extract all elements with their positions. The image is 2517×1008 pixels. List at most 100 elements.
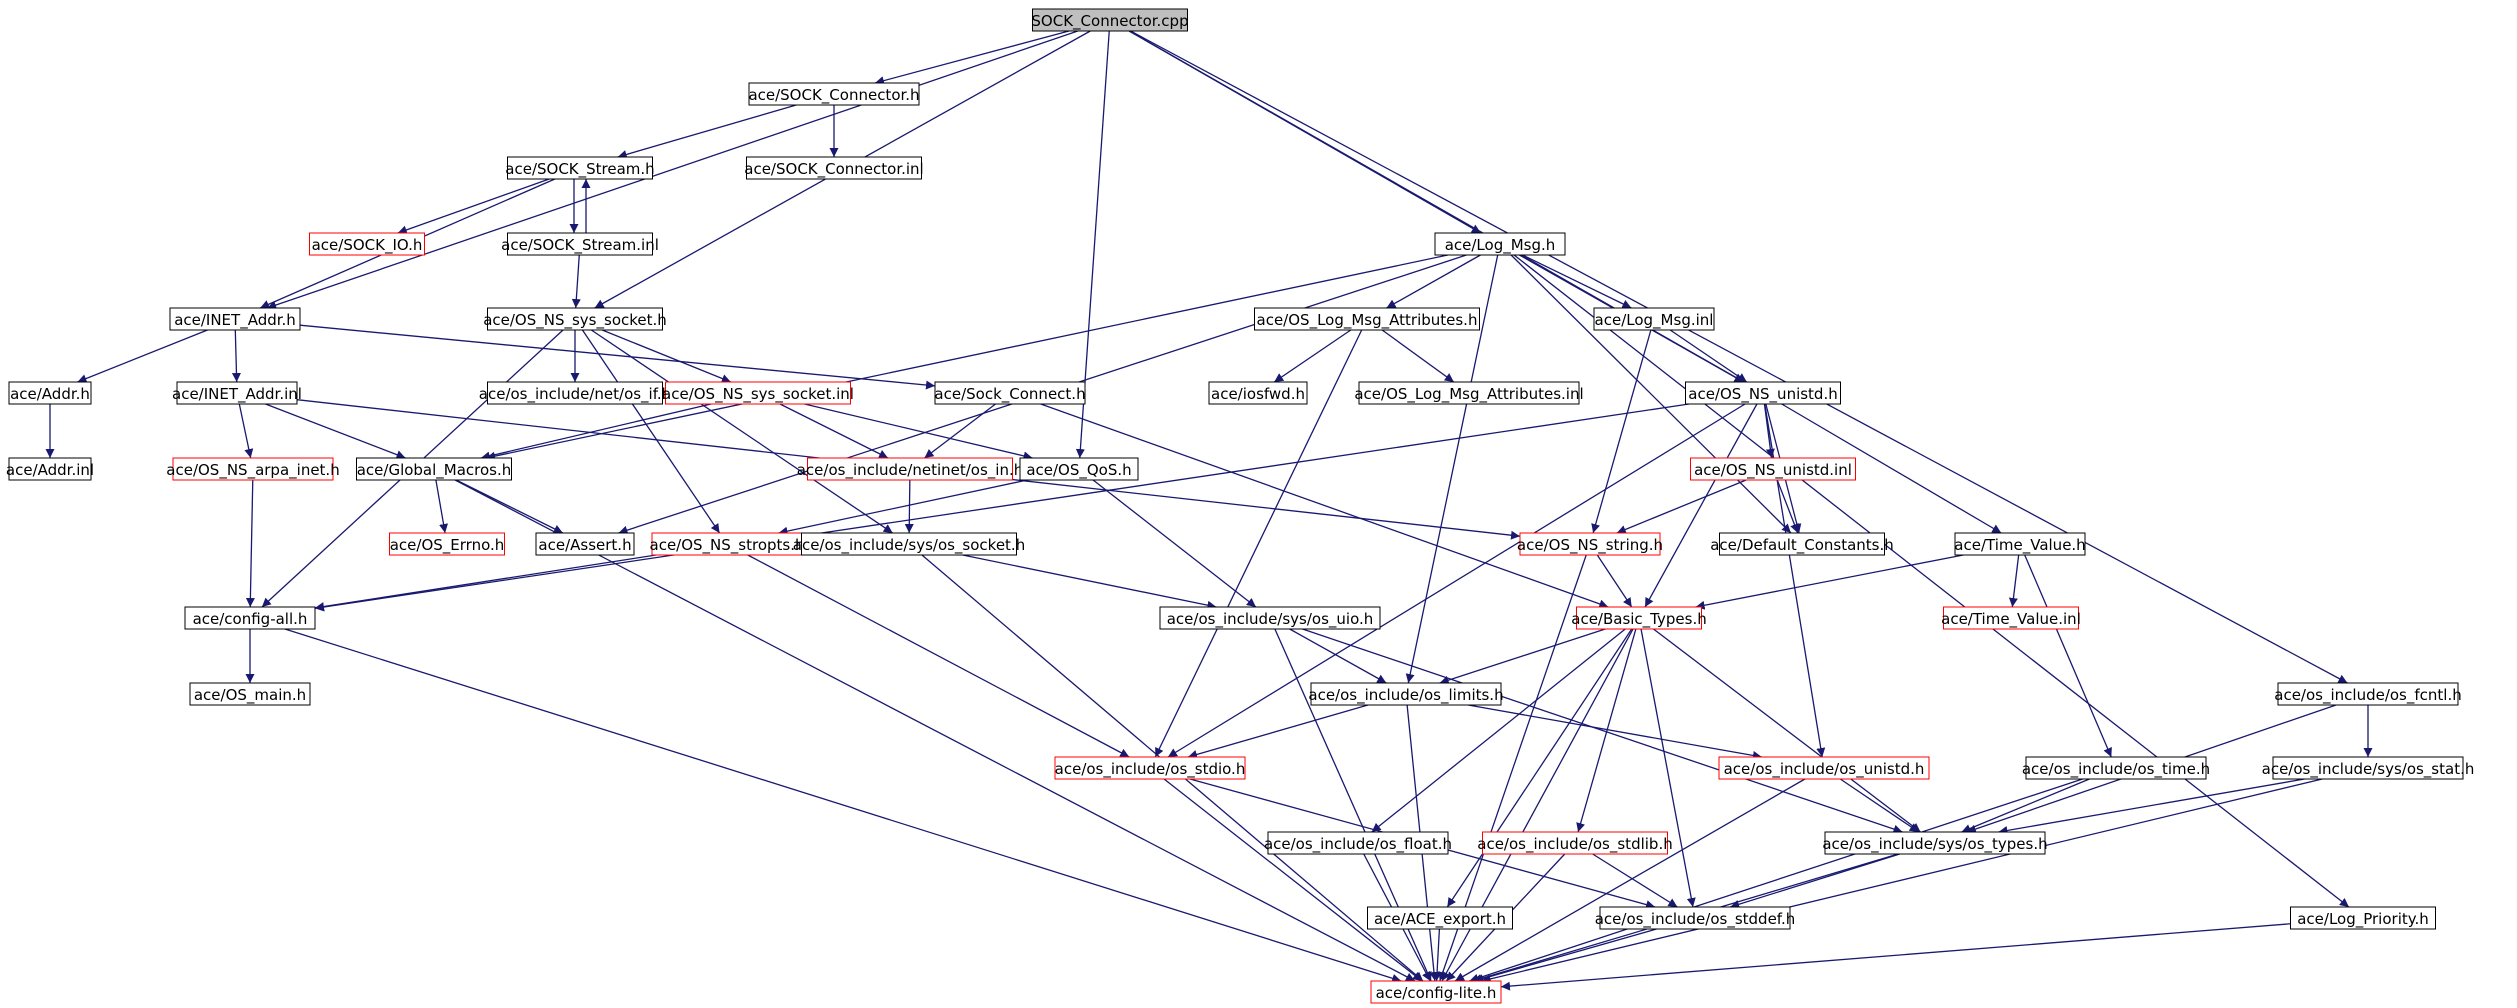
- graph-node[interactable]: ace/os_include/net/os_if.h: [479, 381, 671, 405]
- graph-node[interactable]: ace/os_include/os_stdio.h: [1054, 756, 1246, 780]
- missing-node-box[interactable]: [389, 532, 505, 556]
- graph-node[interactable]: ace/SOCK_Stream.inl: [501, 232, 659, 256]
- graph-node[interactable]: ace/OS_NS_sys_socket.inl: [662, 381, 854, 405]
- missing-node-box[interactable]: [172, 457, 334, 481]
- node-box[interactable]: [1685, 381, 1841, 405]
- missing-node-box[interactable]: [1482, 831, 1668, 855]
- graph-node[interactable]: ace/Basic_Types.h: [1571, 606, 1707, 630]
- node-box[interactable]: [1719, 532, 1885, 556]
- node-box[interactable]: [176, 381, 298, 405]
- node-box[interactable]: [1310, 682, 1502, 706]
- graph-node[interactable]: ace/SOCK_Connector.inl: [744, 156, 924, 180]
- missing-node-box[interactable]: [1519, 532, 1661, 556]
- graph-node[interactable]: ace/OS_NS_unistd.h: [1685, 381, 1841, 405]
- graph-node[interactable]: ace/Global_Macros.h: [356, 457, 512, 481]
- graph-node[interactable]: ace/Default_Constants.h: [1710, 532, 1894, 556]
- graph-node[interactable]: ace/Log_Msg.inl: [1593, 307, 1715, 331]
- missing-node-box[interactable]: [1690, 457, 1856, 481]
- missing-node-box[interactable]: [309, 232, 425, 256]
- node-box[interactable]: [1159, 606, 1381, 630]
- graph-node[interactable]: ace/os_include/sys/os_uio.h: [1159, 606, 1381, 630]
- graph-node[interactable]: ace/os_include/sys/os_stat.h: [2262, 756, 2475, 780]
- missing-node-box[interactable]: [1054, 756, 1246, 780]
- missing-node-box[interactable]: [1576, 606, 1702, 630]
- node-box[interactable]: [934, 381, 1086, 405]
- missing-node-box[interactable]: [1943, 606, 2079, 630]
- graph-node[interactable]: ace/SOCK_IO.h: [309, 232, 425, 256]
- graph-node[interactable]: ace/SOCK_Stream.h: [505, 156, 655, 180]
- node-box[interactable]: [748, 82, 920, 106]
- node-box[interactable]: [1208, 381, 1308, 405]
- missing-node-box[interactable]: [1718, 756, 1930, 780]
- graph-node[interactable]: ace/os_include/os_stddef.h: [1595, 906, 1796, 930]
- graph-node[interactable]: ace/Sock_Connect.h: [934, 381, 1086, 405]
- graph-node[interactable]: ace/OS_NS_string.h: [1517, 532, 1663, 556]
- node-box[interactable]: [1599, 906, 1791, 930]
- node-box[interactable]: [356, 457, 512, 481]
- root-node-box[interactable]: [1032, 8, 1188, 32]
- graph-node[interactable]: ace/iosfwd.h: [1208, 381, 1308, 405]
- node-box[interactable]: [189, 682, 311, 706]
- node-box[interactable]: [1267, 831, 1449, 855]
- missing-node-box[interactable]: [665, 381, 851, 405]
- graph-node[interactable]: ace/Addr.h: [8, 381, 92, 405]
- graph-node[interactable]: ace/Assert.h: [535, 532, 635, 556]
- node-box[interactable]: [8, 381, 92, 405]
- graph-node[interactable]: ace/OS_NS_arpa_inet.h: [166, 457, 340, 481]
- graph-node[interactable]: ace/os_include/os_float.h: [1264, 831, 1452, 855]
- graph-node[interactable]: ace/OS_main.h: [189, 682, 311, 706]
- graph-node[interactable]: ace/os_include/os_limits.h: [1308, 682, 1504, 706]
- edge-ace/SOCK_Stream.inl-to-ace/OS_NS_sys_socket.h: [571, 254, 581, 309]
- node-box[interactable]: [535, 532, 635, 556]
- node-box[interactable]: [2290, 906, 2436, 930]
- node-box[interactable]: [2025, 756, 2207, 780]
- graph-node[interactable]: ace/OS_Errno.h: [389, 532, 505, 556]
- graph-node[interactable]: ace/os_include/netinet/os_in.h: [797, 457, 1024, 481]
- graph-node[interactable]: ace/OS_Log_Msg_Attributes.inl: [1354, 381, 1584, 405]
- graph-node[interactable]: ace/INET_Addr.inl: [172, 381, 302, 405]
- graph-node[interactable]: ace/SOCK_Connector.h: [748, 82, 920, 106]
- node-box[interactable]: [746, 156, 922, 180]
- node-box[interactable]: [507, 232, 653, 256]
- graph-node[interactable]: ace/ACE_export.h: [1367, 906, 1513, 930]
- node-box[interactable]: [1019, 457, 1139, 481]
- node-box[interactable]: [1593, 307, 1715, 331]
- graph-node[interactable]: ace/OS_NS_unistd.inl: [1690, 457, 1856, 481]
- graph-node[interactable]: ace/os_include/os_unistd.h: [1718, 756, 1930, 780]
- node-box[interactable]: [1434, 232, 1566, 256]
- node-box[interactable]: [2277, 682, 2459, 706]
- node-box[interactable]: [487, 381, 663, 405]
- missing-node-box[interactable]: [1370, 980, 1502, 1004]
- graph-node[interactable]: SOCK_Connector.cpp: [1031, 8, 1189, 32]
- graph-node[interactable]: ace/os_include/os_fcntl.h: [2274, 682, 2462, 706]
- graph-node[interactable]: ace/Time_Value.inl: [1941, 606, 2081, 630]
- node-box[interactable]: [507, 156, 653, 180]
- missing-node-box[interactable]: [807, 457, 1013, 481]
- graph-node[interactable]: ace/OS_NS_stropts.h: [650, 532, 805, 556]
- graph-node[interactable]: ace/os_include/sys/os_types.h: [1822, 831, 2048, 855]
- node-box[interactable]: [1954, 532, 2086, 556]
- graph-node[interactable]: ace/OS_QoS.h: [1019, 457, 1139, 481]
- node-box[interactable]: [801, 532, 1017, 556]
- node-box[interactable]: [1367, 906, 1513, 930]
- graph-node[interactable]: ace/os_include/sys/os_socket.h: [793, 532, 1025, 556]
- graph-node[interactable]: ace/os_include/os_stdlib.h: [1477, 831, 1673, 855]
- graph-node[interactable]: ace/config-all.h: [184, 606, 316, 630]
- node-box[interactable]: [1358, 381, 1580, 405]
- node-box[interactable]: [184, 606, 316, 630]
- node-box[interactable]: [2272, 756, 2464, 780]
- node-box[interactable]: [169, 307, 301, 331]
- graph-node[interactable]: ace/Addr.inl: [6, 457, 94, 481]
- graph-node[interactable]: ace/os_include/os_time.h: [2022, 756, 2210, 780]
- graph-node[interactable]: ace/OS_Log_Msg_Attributes.h: [1254, 307, 1480, 331]
- node-box[interactable]: [8, 457, 92, 481]
- node-box[interactable]: [487, 307, 663, 331]
- graph-node[interactable]: ace/Log_Priority.h: [2290, 906, 2436, 930]
- graph-node[interactable]: ace/INET_Addr.h: [169, 307, 301, 331]
- graph-node[interactable]: ace/config-lite.h: [1370, 980, 1502, 1004]
- graph-node[interactable]: ace/Log_Msg.h: [1434, 232, 1566, 256]
- node-box[interactable]: [1254, 307, 1480, 331]
- node-box[interactable]: [1824, 831, 2046, 855]
- graph-node[interactable]: ace/OS_NS_sys_socket.h: [483, 307, 667, 331]
- graph-node[interactable]: ace/Time_Value.h: [1954, 532, 2086, 556]
